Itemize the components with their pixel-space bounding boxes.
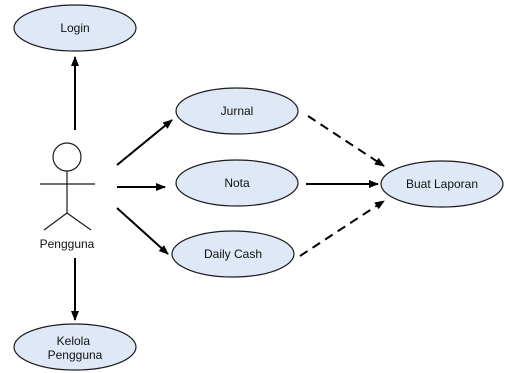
- use-case-nota-shape: [175, 159, 299, 207]
- use-case-buat-laporan: Buat Laporan: [380, 160, 504, 208]
- use-case-login-shape: [13, 4, 137, 52]
- use-case-buat-laporan-shape: [380, 160, 504, 208]
- use-case-jurnal-label: Jurnal: [221, 104, 254, 118]
- edge-pengguna-daily-cash: [116, 207, 169, 255]
- use-case-nota-label: Nota: [224, 176, 250, 190]
- actor-head: [52, 142, 82, 172]
- edge-pengguna-jurnal: [116, 119, 173, 166]
- actor-label: Pengguna: [40, 237, 95, 251]
- use-case-login: Login: [13, 4, 137, 52]
- use-case-daily-cash-shape: [171, 230, 295, 278]
- use-case-kelola-pengguna: Kelola Pengguna: [13, 323, 137, 371]
- use-case-kelola-pengguna-label-line-1: Kelola: [57, 334, 91, 348]
- use-case-daily-cash: Daily Cash: [171, 230, 295, 278]
- edge-daily-cash-laporan: [299, 200, 385, 257]
- use-case-kelola-pengguna-label: Kelola Pengguna: [48, 334, 103, 362]
- actor-pengguna: Pengguna: [40, 142, 95, 251]
- use-case-kelola-pengguna-shape: [13, 323, 137, 371]
- use-case-login-label: Login: [60, 21, 89, 35]
- use-case-buat-laporan-label: Buat Laporan: [406, 177, 478, 191]
- actor-right-leg: [66, 212, 92, 231]
- use-case-daily-cash-label: Daily Cash: [204, 247, 262, 261]
- use-case-jurnal: Jurnal: [175, 87, 299, 135]
- use-case-kelola-pengguna-label-line-2: Pengguna: [48, 348, 103, 362]
- use-case-nota: Nota: [175, 159, 299, 207]
- actor-left-leg: [43, 212, 68, 231]
- use-case-jurnal-shape: [175, 87, 299, 135]
- edge-jurnal-laporan: [307, 115, 385, 167]
